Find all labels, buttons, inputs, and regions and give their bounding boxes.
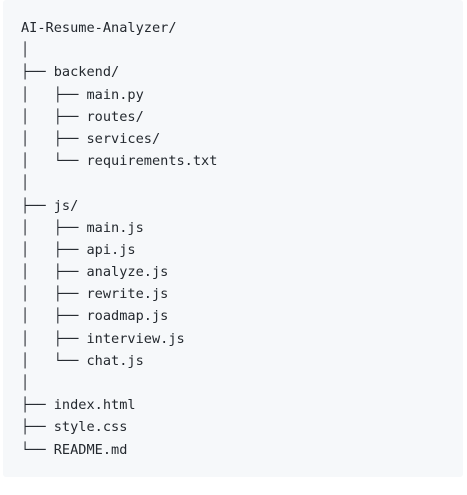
tree-folder-js: ├── js/ [21, 197, 79, 214]
tree-file-readme-md: └── README.md [21, 441, 128, 458]
tree-file-interview-js: │ ├── interview.js [21, 330, 185, 347]
tree-file-api-js: │ ├── api.js [21, 241, 136, 258]
tree-file-analyze-js: │ ├── analyze.js [21, 264, 169, 281]
tree-file-style-css: ├── style.css [21, 419, 128, 436]
tree-file-requirements-txt: │ └── requirements.txt [21, 153, 218, 170]
tree-connector: │ [21, 42, 30, 59]
tree-folder-services: │ ├── services/ [21, 130, 161, 147]
tree-connector: │ [21, 175, 30, 192]
tree-connector: │ [21, 375, 30, 391]
tree-root-folder: AI-Resume-Analyzer/ [21, 20, 177, 36]
file-tree-code-block: AI-Resume-Analyzer/ │ ├── backend/ │ ├──… [3, 0, 463, 477]
tree-file-index-html: ├── index.html [21, 397, 136, 414]
tree-file-roadmap-js: │ ├── roadmap.js [21, 308, 169, 325]
tree-file-main-py: │ ├── main.py [21, 86, 144, 103]
tree-folder-backend: ├── backend/ [21, 64, 120, 81]
tree-file-rewrite-js: │ ├── rewrite.js [21, 286, 169, 303]
tree-file-main-js: │ ├── main.js [21, 219, 144, 236]
tree-folder-routes: │ ├── routes/ [21, 108, 144, 125]
tree-file-chat-js: │ └── chat.js [21, 352, 144, 369]
